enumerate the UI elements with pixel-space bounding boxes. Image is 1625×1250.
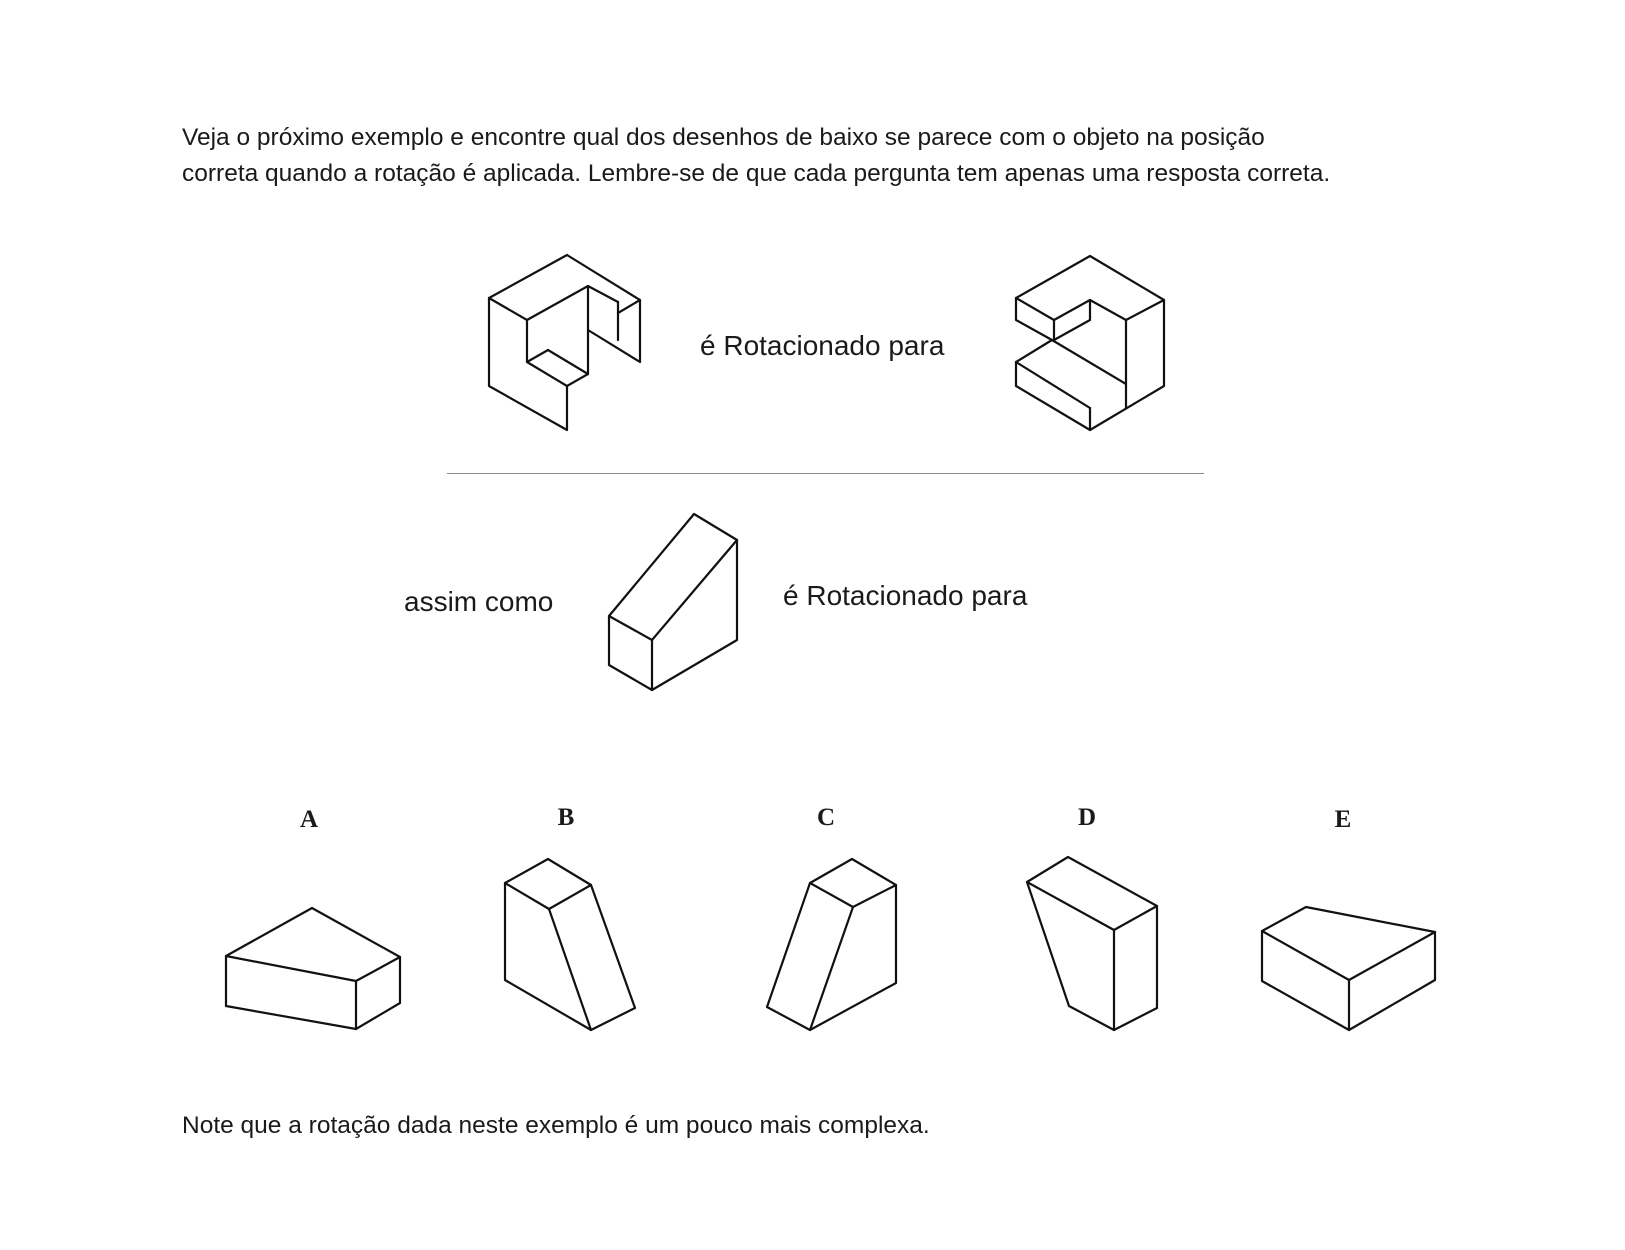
note-text: Note que a rotação dada neste exemplo é …: [182, 1112, 930, 1139]
example-rotated-label: é Rotacionado para: [700, 330, 945, 361]
divider-line: [447, 473, 1204, 474]
option-b-figure: [503, 857, 637, 1032]
option-d-letter: D: [1077, 804, 1097, 831]
example-original-figure: [487, 253, 642, 432]
option-b-letter: B: [557, 804, 575, 831]
option-a-figure: [224, 906, 402, 1031]
example-rotated-figure: [1014, 254, 1166, 432]
option-c-figure: [765, 857, 898, 1032]
instructions-line-2: correta quando a rotação é aplicada. Lem…: [182, 160, 1331, 187]
instructions-text: Veja o próximo exemplo e encontre qual d…: [182, 120, 1482, 192]
option-c-letter: C: [816, 804, 836, 831]
option-e-figure: [1260, 905, 1437, 1032]
option-e-letter: E: [1334, 806, 1352, 833]
question-rotated-label: é Rotacionado para: [783, 580, 1028, 611]
option-d-figure: [1025, 855, 1159, 1032]
question-figure: [607, 512, 739, 692]
option-a-letter: A: [299, 806, 319, 833]
question-prefix-label: assim como: [404, 586, 554, 617]
instructions-line-1: Veja o próximo exemplo e encontre qual d…: [182, 124, 1265, 151]
